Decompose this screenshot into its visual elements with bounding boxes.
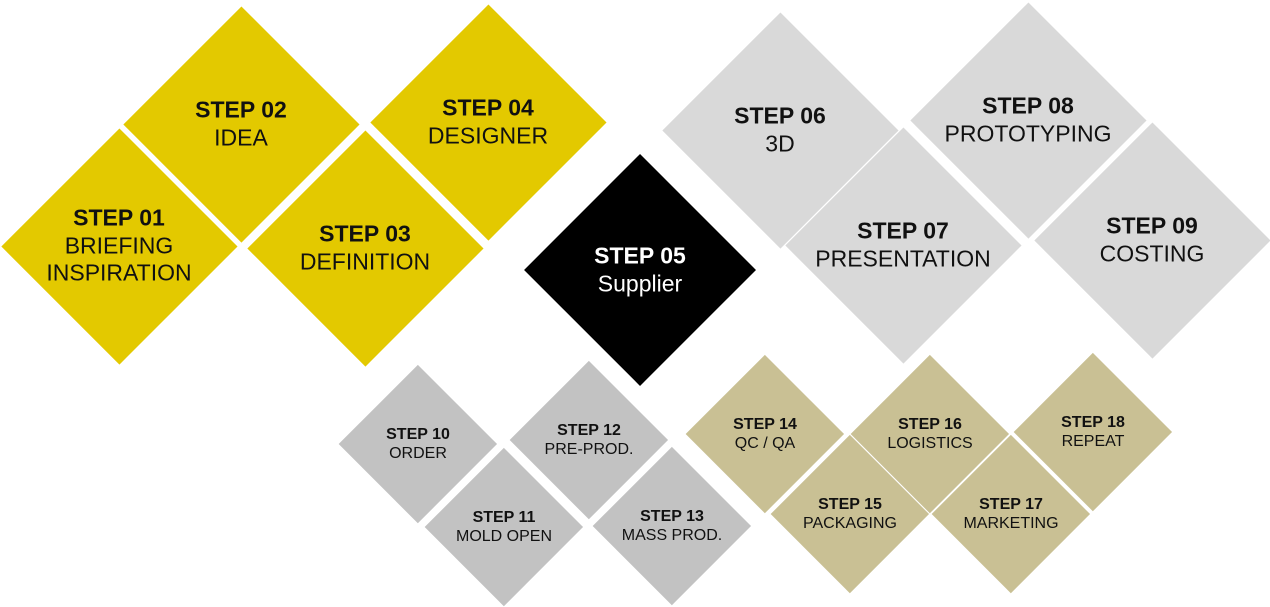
step-name: ORDER (389, 445, 447, 462)
step-name: MASS PROD. (621, 527, 723, 544)
step-number: STEP 09 (1106, 212, 1198, 239)
step-number: STEP 06 (734, 102, 826, 129)
step-number: STEP 01 (73, 204, 165, 231)
step-number: STEP 16 (898, 415, 962, 433)
step-name: INSPIRATION (46, 259, 192, 286)
step-number: STEP 08 (982, 92, 1074, 119)
step-label: STEP 11 MOLD OPEN (425, 508, 583, 546)
step-14-tile: STEP 14 QC / QA (685, 354, 844, 513)
step-label: STEP 17 MARKETING (932, 495, 1090, 533)
step-10-tile: STEP 10 ORDER (338, 364, 497, 523)
step-number: STEP 05 (594, 242, 686, 269)
step-number: STEP 07 (857, 217, 949, 244)
step-label: STEP 16 LOGISTICS (851, 415, 1009, 453)
step-name: IDEA (214, 124, 268, 150)
step-name: PROTOTYPING (944, 120, 1112, 146)
step-number: STEP 18 (1061, 413, 1125, 431)
step-number: STEP 04 (442, 94, 534, 121)
step-name: MARKETING (963, 515, 1059, 532)
step-label: STEP 15 PACKAGING (771, 495, 929, 533)
step-16-tile: STEP 16 LOGISTICS (850, 354, 1009, 513)
step-label: STEP 13 MASS PROD. (593, 507, 751, 545)
step-label: STEP 14 QC / QA (686, 415, 844, 453)
step-name: COSTING (1099, 240, 1205, 266)
step-13-tile: STEP 13 MASS PROD. (592, 446, 751, 605)
step-number: STEP 14 (733, 415, 797, 433)
step-number: STEP 02 (195, 96, 287, 123)
step-18-tile: STEP 18 REPEAT (1013, 352, 1172, 511)
step-number: STEP 11 (472, 508, 536, 526)
step-17-tile: STEP 17 MARKETING (931, 434, 1090, 593)
step-number: STEP 17 (979, 495, 1043, 513)
step-label: STEP 18 REPEAT (1014, 413, 1172, 451)
step-name: MOLD OPEN (455, 528, 552, 545)
step-number: STEP 13 (640, 507, 704, 525)
step-name: PACKAGING (803, 515, 897, 532)
step-name: REPEAT (1061, 433, 1125, 450)
step-label: STEP 12 PRE-PROD. (510, 421, 668, 459)
step-number: STEP 15 (818, 495, 882, 513)
step-11-tile: STEP 11 MOLD OPEN (424, 447, 583, 606)
step-name: PRESENTATION (815, 245, 991, 271)
step-name: PRE-PROD. (544, 441, 634, 458)
step-name: 3D (765, 130, 795, 156)
step-number: STEP 03 (319, 220, 411, 247)
step-name: DEFINITION (299, 248, 431, 274)
step-15-tile: STEP 15 PACKAGING (770, 434, 929, 593)
step-label: STEP 10 ORDER (339, 425, 497, 463)
step-name: QC / QA (734, 435, 796, 452)
step-number: STEP 12 (557, 421, 621, 439)
step-12-tile: STEP 12 PRE-PROD. (509, 360, 668, 519)
step-name: Supplier (597, 270, 683, 296)
step-number: STEP 10 (386, 425, 450, 443)
step-name: LOGISTICS (887, 435, 973, 452)
step-name: DESIGNER (427, 122, 549, 148)
step-name: BRIEFING (64, 232, 174, 259)
